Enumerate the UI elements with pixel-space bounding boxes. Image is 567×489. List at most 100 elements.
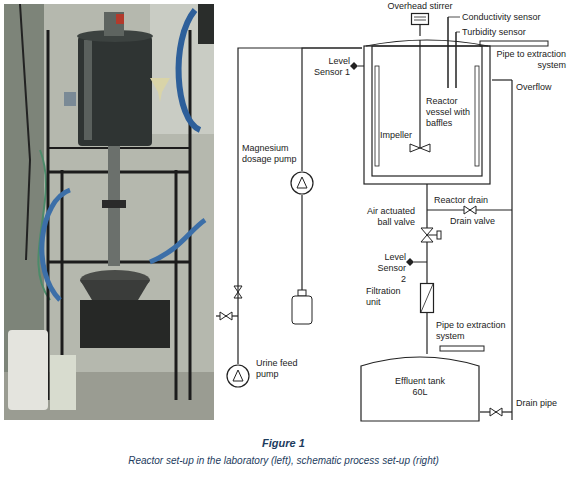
node-label: Urine feed pump (256, 358, 304, 380)
node-label: Overhead stirrer (381, 1, 459, 12)
dosage-line (301, 195, 302, 290)
part-label: Drain pipe (516, 398, 564, 409)
valve-actuator-stem (427, 235, 437, 236)
pipe-connector (426, 313, 427, 354)
reactor-baffle (375, 66, 379, 166)
photo-frame-post (189, 30, 192, 400)
pipe-connector (426, 246, 427, 283)
pump-triangle (233, 370, 243, 381)
impeller-blade (420, 144, 430, 152)
photo-motor-accent (116, 14, 124, 24)
impeller-blade (410, 144, 420, 152)
branch-valve-symbol (226, 312, 232, 320)
photo-blue-hose (150, 220, 205, 262)
photo-blue-hose (179, 10, 200, 130)
figure-title: Figure 1 (0, 437, 567, 449)
tank-valve-symbol (496, 408, 502, 416)
ball-valve-symbol (421, 228, 433, 235)
stirrer-grill (414, 17, 426, 18)
extraction-pipe (480, 41, 548, 46)
part-label: Drain valve (450, 216, 510, 227)
reactor-lid (366, 40, 488, 46)
stirrer-grill (414, 20, 426, 21)
ball-valve-outline (419, 224, 441, 246)
photo-filter-housing (80, 280, 150, 300)
pump-triangle (297, 177, 307, 188)
photo-effluent-box (80, 300, 170, 348)
feed-valve-symbol (234, 292, 242, 298)
drain-valve-symbol (470, 206, 476, 214)
ball-valve-symbol (421, 235, 433, 242)
part-label: Pipe to extraction system (436, 320, 512, 342)
ball-valve: Air actuated ball valve (419, 224, 441, 246)
node-label: Filtration unit (366, 286, 412, 308)
pipe-connector (302, 48, 362, 171)
feed-pump: Urine feed pump (226, 364, 250, 388)
pump-symbol (291, 172, 313, 194)
leader-line (456, 32, 460, 33)
photo-window-light (150, 4, 214, 134)
leader-line (448, 17, 460, 18)
overflow-pipe (492, 79, 512, 80)
pipe-connector (426, 192, 427, 224)
photo-background (4, 4, 214, 420)
reactor-baffle (475, 66, 479, 166)
part-label: Level Sensor 1 (312, 56, 350, 78)
sensor-line (414, 262, 427, 263)
part-label: Impeller (380, 130, 418, 141)
sensor-line (358, 66, 364, 67)
bottle-neck (298, 290, 306, 296)
dosage-pump-outline (290, 171, 314, 195)
feed-pump-outline (226, 364, 250, 388)
valve-pipe (426, 242, 427, 246)
magnesium-bottle (292, 296, 312, 324)
pipe-connector (419, 25, 420, 36)
reactor-outlet (426, 184, 427, 192)
figure-caption: Reactor set-up in the laboratory (left),… (0, 455, 567, 466)
filtration-unit: Filtration unit (420, 283, 434, 313)
photo-cable (20, 4, 30, 260)
turbidity-sensor-rod (455, 32, 457, 88)
extraction-pipe (440, 346, 484, 351)
photo-bottle (50, 355, 76, 410)
photo-dosage-pump (64, 92, 76, 106)
part-label: Reactor drain (434, 195, 504, 206)
node-label: Effluent tank 60L (390, 376, 450, 398)
filtration-unit-outline (420, 283, 434, 313)
filter-housing (421, 284, 434, 313)
tank-outline (361, 357, 479, 421)
node-label: Magnesium dosage pump (242, 143, 298, 165)
part-label: Overflow (516, 82, 564, 93)
level-sensor-symbol (406, 258, 414, 266)
dosage-pump: Magnesium dosage pump (290, 171, 314, 195)
pump-symbol (227, 365, 249, 387)
node-label: Reactor vessel with baffles (426, 96, 476, 129)
filter-element (421, 284, 433, 312)
part-label: Conductivity sensor (462, 12, 562, 23)
effluent-tank: Effluent tank 60L (360, 354, 480, 422)
part-label: Pipe to extraction system (486, 49, 566, 71)
drain-pipe (511, 80, 512, 420)
photo-valve (102, 200, 126, 208)
part-label: Level Sensor 2 (370, 252, 406, 285)
valve-actuator (437, 231, 441, 239)
stirrer-box (412, 14, 429, 25)
photo-dark-hose (198, 4, 214, 44)
node-label: Air actuated ball valve (353, 206, 415, 228)
stirrer-box: Overhead stirrer (411, 13, 429, 25)
photo-blue-hose (42, 190, 70, 300)
photo-reactor (78, 36, 152, 146)
pipe-connector (238, 48, 362, 364)
photo-funnel (150, 78, 170, 102)
photo-reactor-highlight (84, 40, 92, 140)
stirrer-box-outline (411, 13, 429, 25)
valve-pipe (426, 224, 427, 228)
photo-jerry-can (8, 330, 48, 410)
stirrer-shaft (419, 40, 420, 148)
level-sensor-symbol (350, 62, 358, 70)
part-label: Turbidity sensor (462, 27, 562, 38)
photo-stirrer-motor (104, 12, 124, 36)
